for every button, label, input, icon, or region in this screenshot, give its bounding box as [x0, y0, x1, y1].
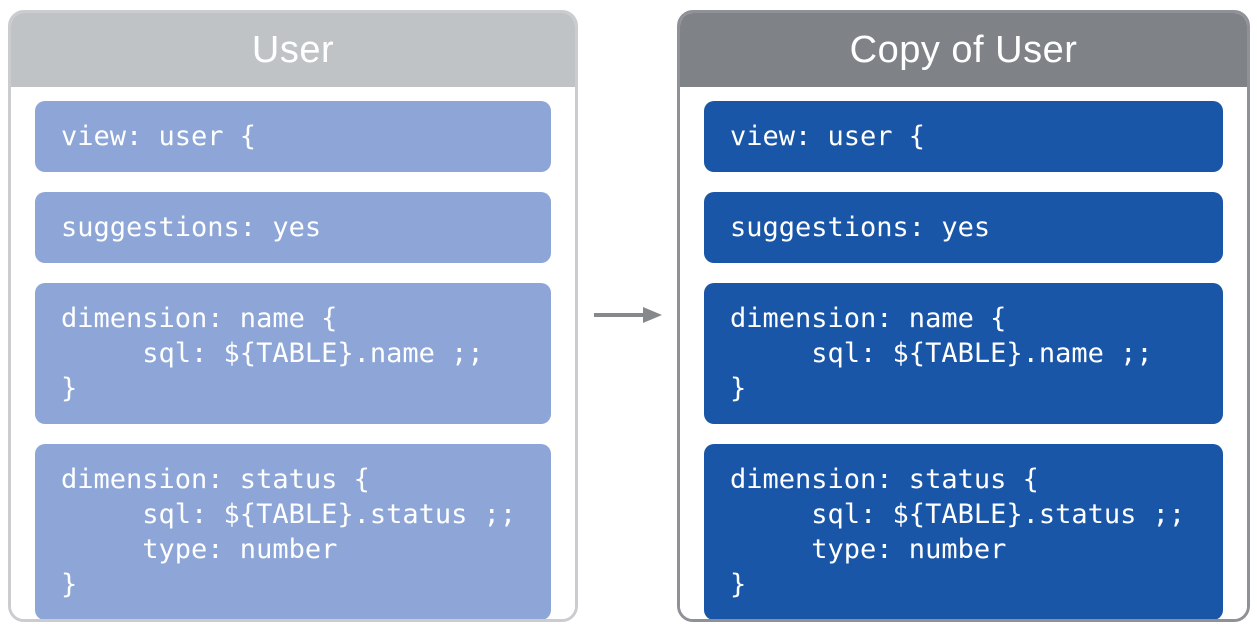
arrow-right-icon — [593, 304, 665, 326]
panel-copy-of-user: Copy of User view: user { suggestions: y… — [677, 10, 1250, 622]
panel-copy-of-user-title: Copy of User — [849, 28, 1078, 71]
panel-user-title: User — [251, 28, 335, 71]
code-block-suggestions: suggestions: yes — [35, 192, 551, 263]
code-line: } — [61, 373, 78, 404]
code-line: sql: ${TABLE}.name ;; — [730, 338, 1153, 369]
code-line: dimension: status { — [61, 464, 370, 495]
code-line: view: user { — [730, 121, 926, 152]
code-block-dimension-status: dimension: status { sql: ${TABLE}.status… — [35, 444, 551, 619]
code-block-view: view: user { — [704, 101, 1223, 172]
code-line: sql: ${TABLE}.name ;; — [61, 338, 484, 369]
code-line: } — [730, 569, 747, 600]
panel-user-body: view: user { suggestions: yes dimension:… — [11, 87, 575, 619]
code-block-dimension-status: dimension: status { sql: ${TABLE}.status… — [704, 444, 1223, 619]
code-block-suggestions: suggestions: yes — [704, 192, 1223, 263]
code-line: } — [730, 373, 747, 404]
code-line: suggestions: yes — [730, 212, 991, 243]
code-line: dimension: name { — [730, 303, 1007, 334]
code-block-dimension-name: dimension: name { sql: ${TABLE}.name ;; … — [35, 283, 551, 424]
panel-copy-of-user-body: view: user { suggestions: yes dimension:… — [680, 87, 1247, 619]
code-line: sql: ${TABLE}.status ;; — [730, 499, 1186, 530]
code-line: type: number — [61, 534, 338, 565]
code-block-dimension-name: dimension: name { sql: ${TABLE}.name ;; … — [704, 283, 1223, 424]
code-line: type: number — [730, 534, 1007, 565]
code-line: dimension: status { — [730, 464, 1039, 495]
panel-user: User view: user { suggestions: yes dimen… — [8, 10, 578, 622]
code-line: } — [61, 569, 78, 600]
code-line: sql: ${TABLE}.status ;; — [61, 499, 517, 530]
code-block-view: view: user { — [35, 101, 551, 172]
code-line: dimension: name { — [61, 303, 338, 334]
code-line: view: user { — [61, 121, 257, 152]
panel-user-header: User — [11, 13, 575, 87]
code-line: suggestions: yes — [61, 212, 322, 243]
panel-copy-of-user-header: Copy of User — [680, 13, 1247, 87]
